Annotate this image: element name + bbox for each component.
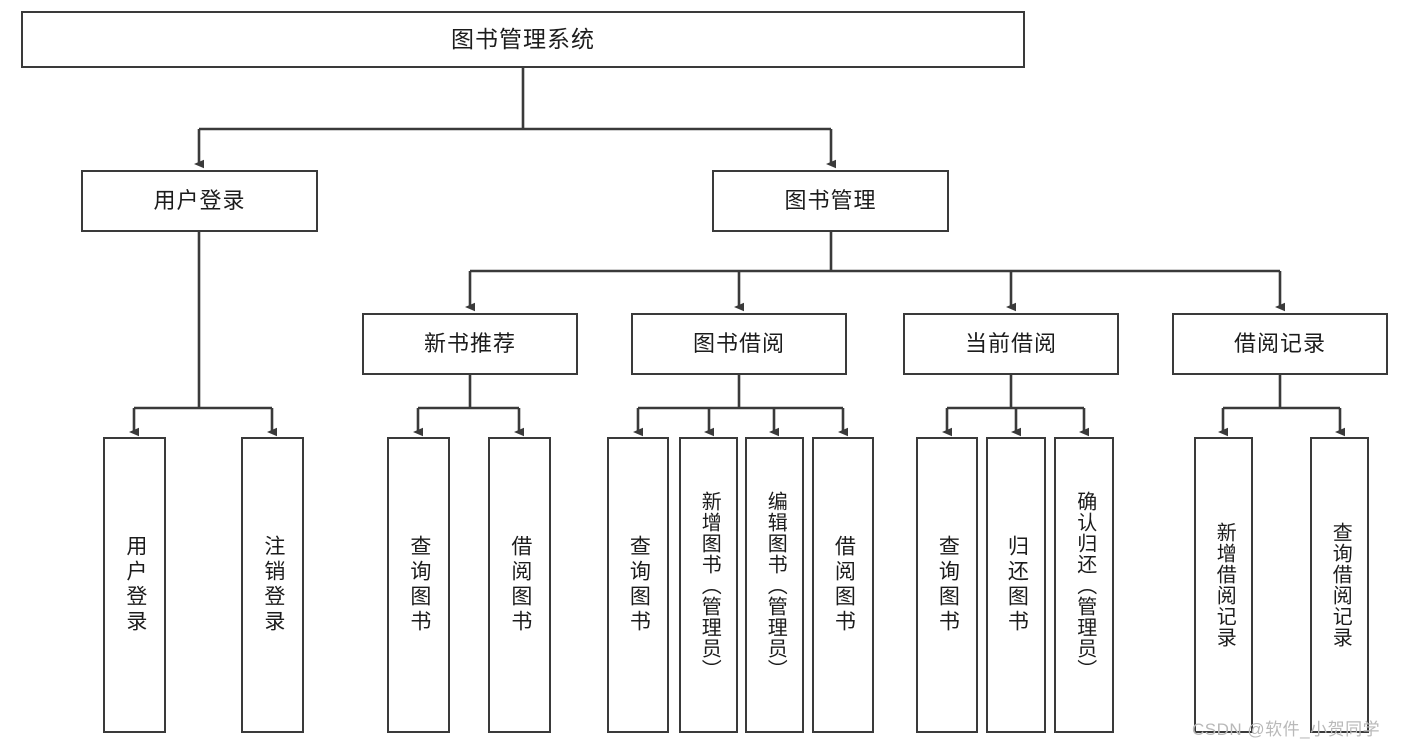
leaf-bookborrow-edit-book-label: 编辑图书（管理员）: [764, 490, 787, 680]
leaf-bookborrow-query-book-label: 查询图书: [627, 535, 651, 635]
watermark: CSDN @软件_小贺同学: [1192, 720, 1381, 739]
leaf-currentborrow-return-book-label: 归还图书: [1005, 535, 1029, 635]
node-new-book-recommend-label: 新书推荐: [423, 331, 516, 357]
leaf-logout-label: 注销登录: [261, 535, 285, 635]
leaf-currentborrow-confirm-return[interactable]: 确认归还（管理员）: [1054, 437, 1114, 733]
leaf-borrowrecord-query-record[interactable]: 查询借阅记录: [1310, 437, 1369, 733]
leaf-currentborrow-return-book[interactable]: 归还图书: [986, 437, 1046, 733]
node-book-management[interactable]: 图书管理: [712, 170, 949, 232]
node-user-login[interactable]: 用户登录: [81, 170, 318, 232]
node-book-management-label: 图书管理: [784, 188, 877, 214]
leaf-currentborrow-query-book-label: 查询图书: [936, 535, 960, 635]
node-borrow-record[interactable]: 借阅记录: [1172, 313, 1388, 375]
node-current-borrow[interactable]: 当前借阅: [903, 313, 1119, 375]
node-root-label: 图书管理系统: [451, 25, 595, 52]
leaf-currentborrow-confirm-return-label: 确认归还（管理员）: [1073, 490, 1096, 680]
leaf-newbook-query-book-label: 查询图书: [407, 535, 431, 635]
leaf-bookborrow-edit-book[interactable]: 编辑图书（管理员）: [745, 437, 804, 733]
node-book-borrow[interactable]: 图书借阅: [631, 313, 847, 375]
leaf-newbook-borrow-book[interactable]: 借阅图书: [488, 437, 551, 733]
leaf-borrowrecord-add-record-label: 新增借阅记录: [1213, 522, 1236, 648]
leaf-bookborrow-borrow-book[interactable]: 借阅图书: [812, 437, 874, 733]
node-new-book-recommend[interactable]: 新书推荐: [362, 313, 578, 375]
leaf-newbook-borrow-book-label: 借阅图书: [508, 535, 532, 635]
leaf-user-login[interactable]: 用户登录: [103, 437, 166, 733]
leaf-borrowrecord-add-record[interactable]: 新增借阅记录: [1194, 437, 1253, 733]
leaf-bookborrow-borrow-book-label: 借阅图书: [832, 535, 856, 635]
leaf-newbook-query-book[interactable]: 查询图书: [387, 437, 450, 733]
node-current-borrow-label: 当前借阅: [964, 331, 1057, 357]
leaf-user-login-label: 用户登录: [123, 535, 147, 635]
node-user-login-label: 用户登录: [153, 188, 246, 214]
node-borrow-record-label: 借阅记录: [1233, 331, 1326, 357]
leaf-borrowrecord-query-record-label: 查询借阅记录: [1329, 522, 1352, 648]
leaf-bookborrow-add-book[interactable]: 新增图书（管理员）: [679, 437, 738, 733]
node-root[interactable]: 图书管理系统: [21, 11, 1025, 68]
node-book-borrow-label: 图书借阅: [692, 331, 785, 357]
leaf-bookborrow-query-book[interactable]: 查询图书: [607, 437, 669, 733]
leaf-currentborrow-query-book[interactable]: 查询图书: [916, 437, 978, 733]
leaf-logout[interactable]: 注销登录: [241, 437, 304, 733]
leaf-bookborrow-add-book-label: 新增图书（管理员）: [698, 490, 721, 680]
